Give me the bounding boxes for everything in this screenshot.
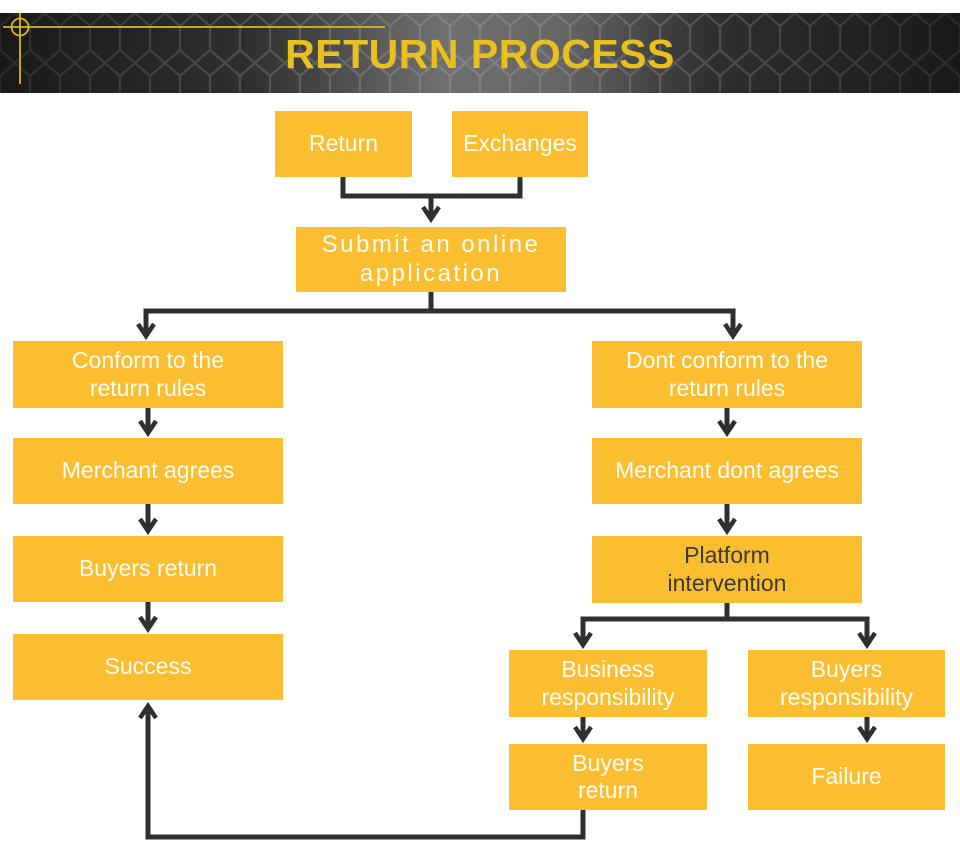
crosshair-accent-icon	[0, 13, 400, 93]
edge-submit-dontconform	[431, 308, 733, 336]
node-buyers-return: Buyers return	[13, 536, 283, 602]
node-business-responsibility: Business responsibility	[509, 650, 707, 717]
node-dont-conform-rules: Dont conform to the return rules	[592, 341, 862, 408]
node-submit-application: Submit an online application	[296, 227, 566, 292]
node-return: Return	[275, 111, 412, 177]
edge-submit-conform	[146, 308, 431, 336]
edge-platform-buyersresp	[727, 616, 867, 645]
page-title: RETURN PROCESS	[285, 31, 675, 77]
node-merchant-dont-agrees: Merchant dont agrees	[592, 438, 862, 504]
node-exchanges: Exchanges	[452, 111, 588, 177]
node-platform-intervention: Platform intervention	[592, 536, 862, 603]
node-failure: Failure	[748, 744, 945, 810]
node-success: Success	[13, 634, 283, 700]
header-band: RETURN PROCESS	[0, 13, 960, 93]
edge-platform-business	[583, 616, 727, 645]
node-conform-rules: Conform to the return rules	[13, 341, 283, 408]
node-buyers-responsibility: Buyers responsibility	[748, 650, 945, 717]
node-merchant-agrees: Merchant agrees	[13, 438, 283, 504]
edge-merge-top	[340, 177, 523, 199]
node-buyers-return-bottom: Buyers return	[509, 744, 707, 810]
